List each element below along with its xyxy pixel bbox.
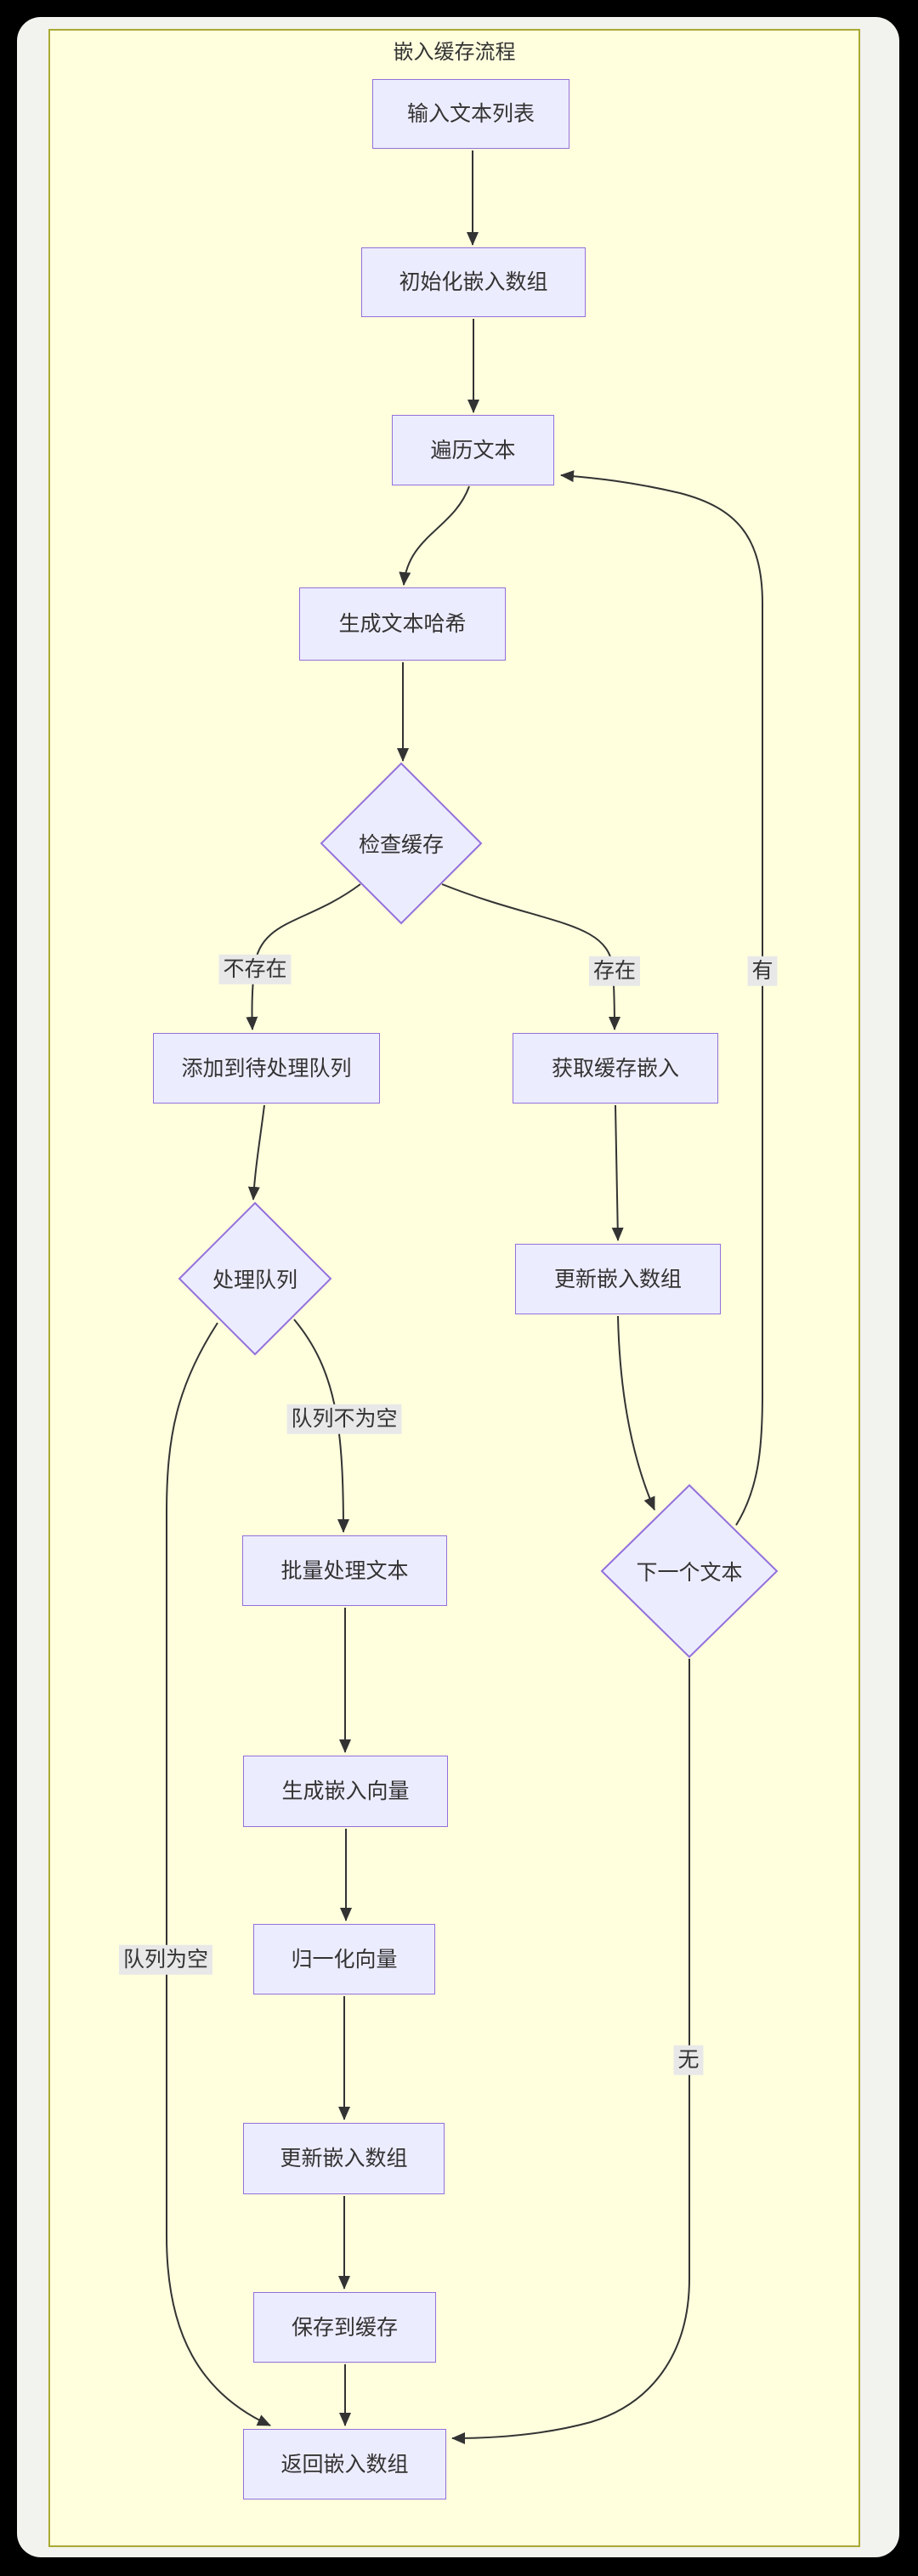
node-input: 输入文本列表 <box>372 79 570 149</box>
node-init: 初始化嵌入数组 <box>361 247 586 317</box>
node-generate-vector: 生成嵌入向量 <box>243 1756 448 1827</box>
node-return: 返回嵌入数组 <box>243 2429 446 2499</box>
node-process-queue-label: 处理队列 <box>212 1268 298 1292</box>
node-iterate: 遍历文本 <box>392 415 554 485</box>
edge-label-has-next: 有 <box>747 956 778 986</box>
node-save-cache: 保存到缓存 <box>253 2292 436 2363</box>
edge-label-not-exists: 不存在 <box>218 954 292 984</box>
node-get-cached: 获取缓存嵌入 <box>513 1033 718 1104</box>
edge-label-queue-empty: 队列为空 <box>118 1944 213 1975</box>
node-update-embedding-right: 更新嵌入数组 <box>515 1244 721 1314</box>
node-update-embedding-left: 更新嵌入数组 <box>243 2123 445 2194</box>
node-batch-process: 批量处理文本 <box>242 1535 447 1606</box>
node-hash: 生成文本哈希 <box>299 587 506 661</box>
edge-label-queue-not-empty: 队列不为空 <box>286 1404 402 1434</box>
node-normalize: 归一化向量 <box>253 1924 435 1994</box>
node-add-queue: 添加到待处理队列 <box>153 1033 380 1104</box>
diagram-title: 嵌入缓存流程 <box>393 41 516 64</box>
edge-label-exists: 存在 <box>588 956 641 986</box>
edge-label-no-next: 无 <box>673 2045 704 2075</box>
node-next-text-label: 下一个文本 <box>636 1561 743 1585</box>
flowchart-canvas <box>48 29 860 2547</box>
node-check-cache-label: 检查缓存 <box>358 833 445 857</box>
